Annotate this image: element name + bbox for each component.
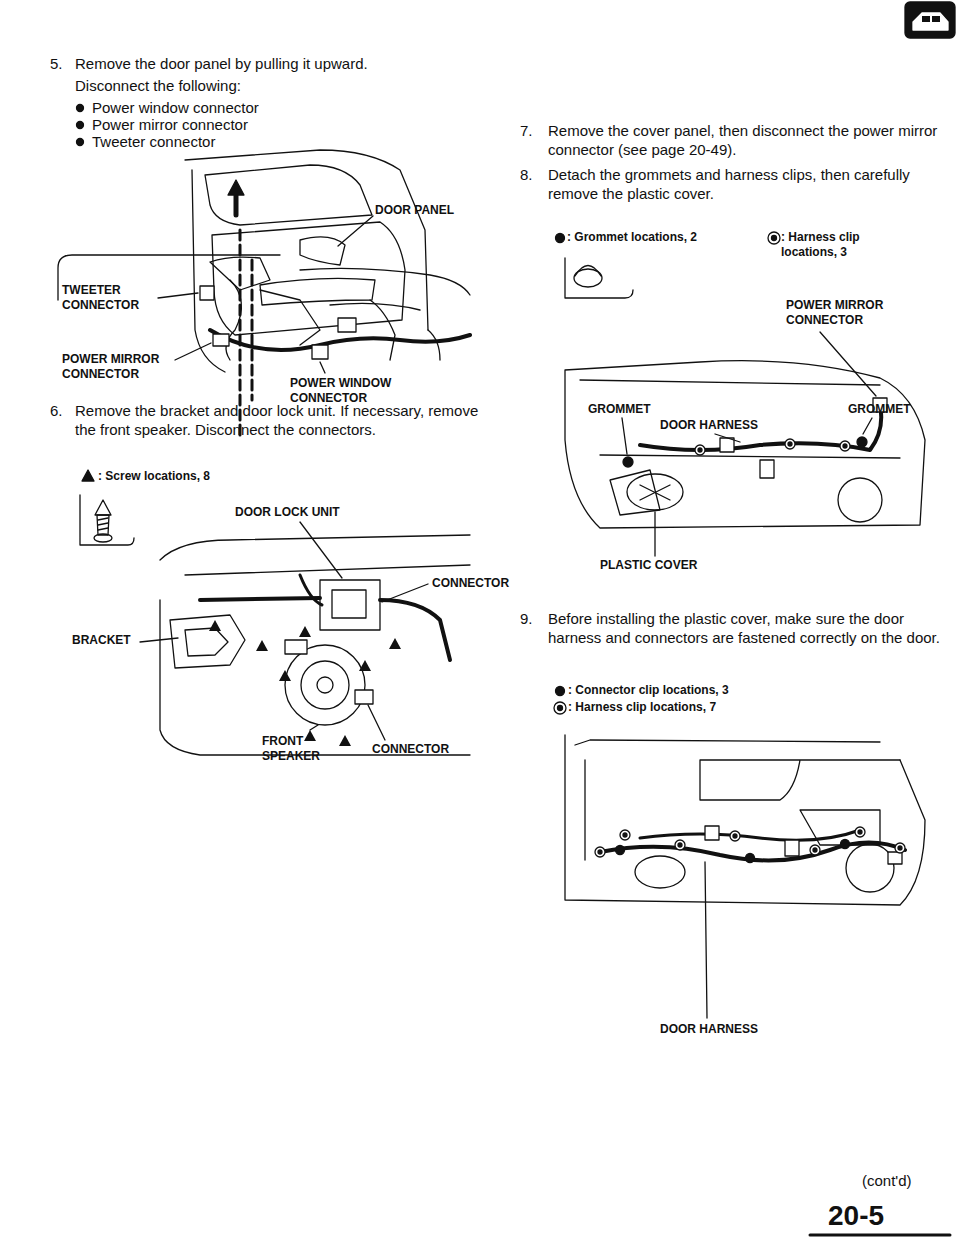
- bullet-item: Power mirror connector: [92, 116, 248, 135]
- screw-legend-mark: [82, 470, 94, 481]
- part-label: POWER MIRROR CONNECTOR: [786, 298, 916, 328]
- step-text: Remove the cover panel, then disconnect …: [548, 122, 948, 160]
- grommet-legend-mark: [556, 234, 565, 243]
- part-label: CONNECTOR: [432, 576, 509, 591]
- harness-clip-legend-mark: [554, 702, 566, 714]
- grommet-icon: [565, 258, 633, 298]
- plastic-cover-figure: [565, 332, 925, 556]
- part-label: POWER MIRROR CONNECTOR: [62, 352, 174, 382]
- legend-text: : Harness clip locations, 7: [568, 700, 716, 715]
- legend-text: : Harness clip locations, 3: [781, 230, 901, 260]
- part-label: CONNECTOR: [372, 742, 449, 757]
- step-text: Detach the grommets and harness clips, t…: [548, 166, 948, 204]
- step-number: 6.: [50, 402, 63, 421]
- step-number: 5.: [50, 55, 63, 74]
- step-number: 7.: [520, 122, 533, 141]
- bullet-dot: [77, 105, 84, 112]
- door-lock-figure: [140, 522, 470, 755]
- footer-rule: [810, 1234, 950, 1237]
- step-number: 8.: [520, 166, 533, 185]
- bullet-item: Tweeter connector: [92, 133, 215, 152]
- step-number: 9.: [520, 610, 533, 629]
- part-label: DOOR HARNESS: [660, 1022, 758, 1037]
- continued-note: (cont'd): [862, 1172, 912, 1191]
- part-label: GROMMET: [588, 402, 651, 417]
- legend-text: : Connector clip locations, 3: [568, 683, 729, 698]
- part-label: DOOR LOCK UNIT: [235, 505, 340, 520]
- door-panel-figure: [185, 150, 440, 440]
- page-number: 20-5: [828, 1198, 884, 1233]
- screw-icon: [80, 495, 134, 545]
- bullet-item: Power window connector: [92, 99, 259, 118]
- step-text: Remove the bracket and door lock unit. I…: [75, 402, 480, 440]
- legend-text: : Screw locations, 8: [98, 469, 210, 484]
- part-label: FRONT SPEAKER: [262, 734, 328, 764]
- step-text: Disconnect the following:: [75, 77, 241, 96]
- step-text: Before installing the plastic cover, mak…: [548, 610, 948, 648]
- bullet-dot: [77, 139, 84, 146]
- harness-clip-legend-mark: [768, 232, 780, 244]
- part-label: PLASTIC COVER: [600, 558, 697, 573]
- part-label: GROMMET: [848, 402, 911, 417]
- legend-text: : Grommet locations, 2: [567, 230, 697, 245]
- step-text: Remove the door panel by pulling it upwa…: [75, 55, 368, 74]
- part-label: POWER WINDOW CONNECTOR: [290, 376, 410, 406]
- section-icon: [905, 2, 955, 38]
- part-label: BRACKET: [72, 633, 131, 648]
- door-harness-figure: [565, 735, 925, 1018]
- part-label: DOOR HARNESS: [660, 418, 758, 433]
- connector-clip-legend-mark: [556, 687, 565, 696]
- part-label: DOOR PANEL: [375, 203, 454, 218]
- part-label: TWEETER CONNECTOR: [62, 283, 158, 313]
- bullet-dot: [77, 122, 84, 129]
